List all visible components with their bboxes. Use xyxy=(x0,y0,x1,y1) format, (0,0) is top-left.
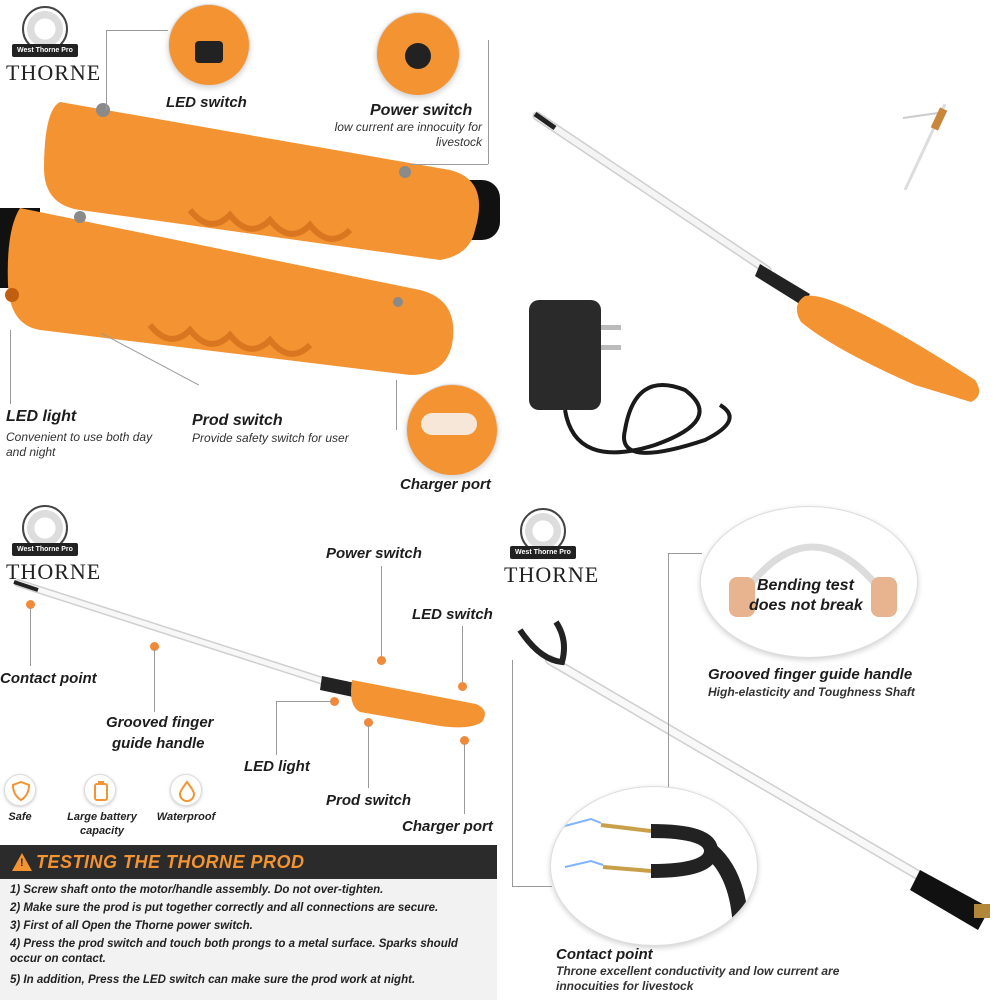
grooved-handle-label-1: Grooved finger xyxy=(106,714,214,731)
power-switch-icon xyxy=(405,43,431,69)
leader-line xyxy=(106,30,107,110)
bending-test-closeup: Bending test does not break xyxy=(700,506,918,658)
leader-line xyxy=(464,744,465,814)
shield-icon xyxy=(4,774,36,806)
contact-point-desc: Throne excellent conductivity and low cu… xyxy=(556,964,840,993)
brand-ribbon: West Thorne Pro xyxy=(12,44,78,57)
led-switch-icon xyxy=(195,41,223,63)
grooved-handle-label-2: guide handle xyxy=(112,735,205,752)
charger-port-label-2: Charger port xyxy=(402,818,493,835)
product-kit-image xyxy=(529,103,980,455)
grooved-handle-desc: High-elasticity and Toughness Shaft xyxy=(708,685,915,699)
leader-line xyxy=(30,608,31,666)
droplet-icon xyxy=(170,774,202,806)
full-prod-image xyxy=(13,579,485,728)
prod-fork-image xyxy=(517,620,990,930)
leader-line xyxy=(276,701,277,755)
leader-line xyxy=(668,553,702,554)
led-switch-closeup xyxy=(168,4,250,86)
testing-step: 4) Press the prod switch and touch both … xyxy=(10,938,458,965)
leader-line xyxy=(396,380,397,430)
bent-shaft-image xyxy=(729,543,897,617)
brand-ribbon: West Thorne Pro xyxy=(510,546,576,559)
leader-line xyxy=(668,553,669,805)
warning-icon: ! xyxy=(12,853,32,871)
power-switch-label-2: Power switch xyxy=(326,545,422,562)
leader-line xyxy=(368,726,369,788)
testing-panel: ! TESTING THE THORNE PROD 1) Screw shaft… xyxy=(0,845,497,1000)
testing-step: 2) Make sure the prod is put together co… xyxy=(10,902,439,914)
led-light-desc: Convenient to use both day and night xyxy=(6,430,153,459)
leader-line xyxy=(488,40,489,164)
leader-line xyxy=(276,701,332,702)
callout-dot xyxy=(458,682,467,691)
leader-line xyxy=(154,650,155,712)
brand-logo: West Thorne Pro THORNE xyxy=(6,6,102,88)
leader-line xyxy=(10,330,11,404)
led-switch-label-2: LED switch xyxy=(412,606,493,623)
power-switch-desc: low current are innocuity for livestock xyxy=(334,120,482,149)
feature-waterproof: Waterproof xyxy=(156,811,216,823)
electric-fork-image xyxy=(560,817,749,938)
leader-line xyxy=(106,30,168,31)
callout-dot xyxy=(364,718,373,727)
testing-step: 1) Screw shaft onto the motor/handle ass… xyxy=(10,884,384,896)
testing-step: 3) First of all Open the Thorne power sw… xyxy=(10,920,253,932)
charger-port-icon xyxy=(421,413,477,435)
bending-test-label-1: Bending test xyxy=(757,577,854,594)
led-light-label: LED light xyxy=(6,408,77,425)
prod-switch-label: Prod switch xyxy=(192,412,283,429)
grooved-handle-label-3: Grooved finger guide handle xyxy=(708,666,913,683)
callout-dot xyxy=(150,642,159,651)
testing-panel-title: TESTING THE THORNE PROD xyxy=(36,852,305,872)
feature-safe: Safe xyxy=(8,811,32,823)
callout-dot xyxy=(26,600,35,609)
battery-icon xyxy=(84,774,116,806)
brand-logo: West Thorne Pro THORNE xyxy=(504,508,600,590)
led-switch-label: LED switch xyxy=(166,94,247,111)
testing-step: 5) In addition, Press the LED switch can… xyxy=(10,974,416,986)
charger-port-closeup xyxy=(406,384,498,476)
contact-point-label: Contact point xyxy=(0,670,97,687)
brand-ribbon: West Thorne Pro xyxy=(12,543,78,556)
prod-switch-desc: Provide safety switch for user xyxy=(192,431,349,445)
power-switch-closeup xyxy=(376,12,460,96)
handle-image-top xyxy=(0,102,500,375)
prod-switch-label-2: Prod switch xyxy=(326,792,412,809)
callout-dot xyxy=(377,656,386,665)
brand-wordmark: THORNE xyxy=(6,60,102,85)
bending-test-label-2: does not break xyxy=(749,597,863,614)
power-switch-label: Power switch xyxy=(370,102,473,119)
callout-dot xyxy=(330,697,339,706)
callout-dot xyxy=(460,736,469,745)
contact-point-closeup xyxy=(550,786,758,946)
leader-line xyxy=(512,660,513,886)
led-light-label-2: LED light xyxy=(244,758,310,775)
testing-panel-header: ! TESTING THE THORNE PROD xyxy=(0,845,497,879)
brand-wordmark: THORNE xyxy=(504,562,600,587)
leader-line xyxy=(381,566,382,656)
leader-line xyxy=(512,886,552,887)
leader-line xyxy=(410,164,488,165)
charger-port-label: Charger port xyxy=(400,476,491,493)
contact-point-label-2: Contact point xyxy=(556,946,653,963)
feature-battery: Large battery capacity xyxy=(67,811,137,837)
leader-line xyxy=(462,626,463,682)
